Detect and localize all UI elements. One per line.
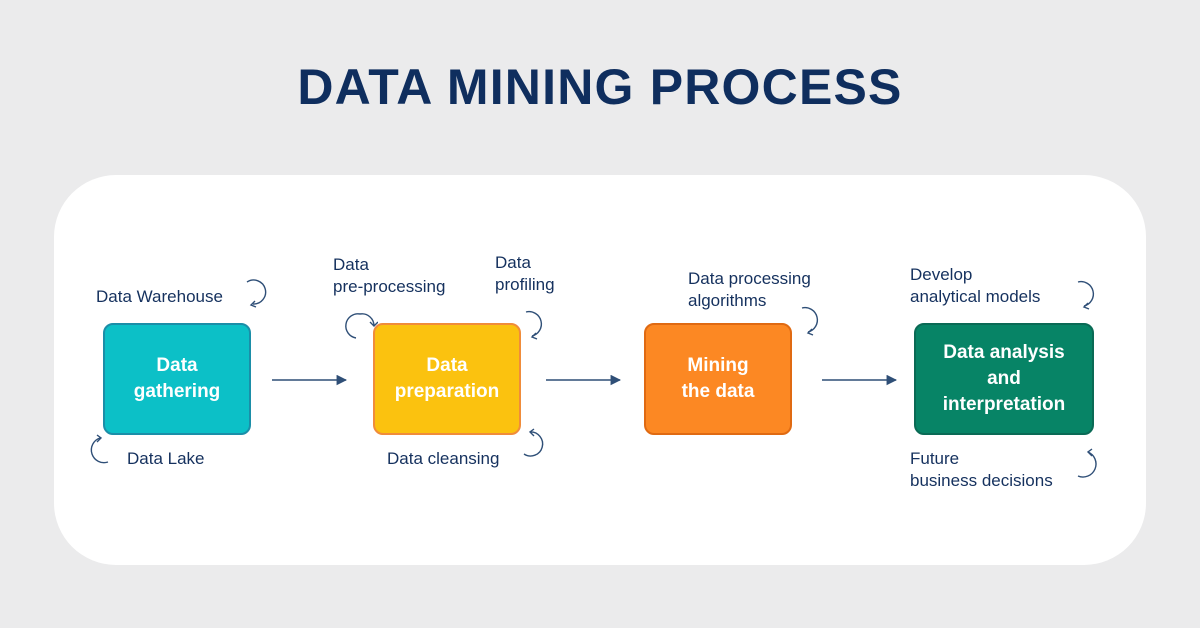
side-label-data-pre-processing: Data pre-processing <box>333 254 445 298</box>
side-label-line: Data cleansing <box>387 449 500 468</box>
stage-label-line: the data <box>681 381 755 402</box>
side-label-line: Future <box>910 449 960 468</box>
side-label-line: analytical models <box>910 287 1041 306</box>
side-label-line: business decisions <box>910 471 1053 490</box>
side-label-data-lake: Data Lake <box>127 448 205 470</box>
page-title: DATA MINING PROCESS <box>297 59 903 115</box>
cycle-arrow-icon <box>1077 448 1097 478</box>
side-label-line: Data processing <box>688 269 811 288</box>
side-label-line: Data <box>333 255 369 274</box>
side-label-line: algorithms <box>688 291 767 310</box>
side-label-line: Develop <box>910 265 973 284</box>
side-label-data-processing-algorithms: Data processing algorithms <box>688 268 811 312</box>
stage-label-line: Mining <box>687 355 749 376</box>
stage-box-data-preparation: Data preparation <box>373 323 521 435</box>
side-label-line: profiling <box>495 275 555 294</box>
stage-label-line: gathering <box>133 381 221 402</box>
cycle-arrow-icon <box>345 313 378 339</box>
stage-box-data-gathering: Data gathering <box>103 323 251 435</box>
side-label-line: Data Warehouse <box>96 287 223 306</box>
stage-label-line: and <box>987 368 1021 389</box>
side-label-data-warehouse: Data Warehouse <box>96 286 223 308</box>
cycle-arrow-icon <box>246 279 267 308</box>
side-label-data-cleansing: Data cleansing <box>387 448 499 470</box>
stage-box-data-analysis: Data analysis and interpretation <box>914 323 1094 435</box>
side-label-line: pre-processing <box>333 277 446 296</box>
cycle-arrow-icon <box>523 428 544 457</box>
side-label-future-business-decisions: Future business decisions <box>910 448 1053 492</box>
side-label-develop-analytical-models: Develop analytical models <box>910 264 1040 308</box>
side-label-line: Data Lake <box>127 449 205 468</box>
stage-label-line: preparation <box>394 381 500 402</box>
cycle-arrow-icon <box>90 434 109 464</box>
stage-label-line: Data analysis <box>943 342 1065 363</box>
stage-box-mining-the-data: Mining the data <box>644 323 792 435</box>
cycle-arrow-icon <box>801 306 819 336</box>
stage-label-line: Data <box>426 355 468 376</box>
cycle-arrow-icon <box>525 310 543 340</box>
stage-label-line: Data <box>156 355 198 376</box>
side-label-data-profiling: Data profiling <box>495 252 555 296</box>
side-label-line: Data <box>495 253 531 272</box>
stage-label-line: interpretation <box>942 394 1066 415</box>
cycle-arrow-icon <box>1077 280 1095 310</box>
